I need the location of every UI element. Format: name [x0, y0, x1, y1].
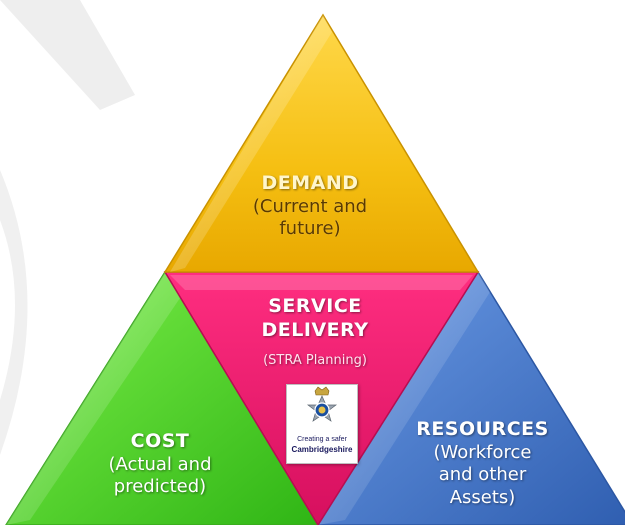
logo-line2: Cambridgeshire [291, 445, 353, 454]
service-delivery-label: SERVICE DELIVERY (STRA Planning) [235, 295, 395, 369]
demand-triangle [163, 13, 480, 273]
crest-icon [306, 386, 338, 422]
service-delivery-title-line2: DELIVERY [261, 318, 369, 341]
cost-highlight [6, 272, 180, 525]
cost-label: COST (Actual and predicted) [90, 430, 230, 499]
resources-sub-line1: (Workforce [433, 441, 532, 463]
watermark-swoosh [0, 0, 135, 110]
resources-sub-line3: Assets) [449, 486, 516, 508]
cost-sub-line2: predicted) [113, 476, 207, 498]
cost-sub-line1: (Actual and [108, 453, 212, 475]
service-delivery-note: (STRA Planning) [263, 352, 367, 368]
watermark-arc [0, 170, 28, 455]
resources-highlight [318, 272, 490, 525]
service-delivery-highlight [170, 275, 473, 290]
logo-line1: Creating a safer [297, 436, 347, 443]
cost-title: COST [130, 430, 190, 452]
resources-label: RESOURCES (Workforce and other Assets) [395, 418, 570, 509]
demand-title: DEMAND [261, 172, 359, 194]
demand-sub-line1: (Current and [252, 195, 368, 217]
police-crest-logo: Creating a safer Cambridgeshire [286, 384, 358, 464]
demand-highlight [170, 15, 332, 272]
demand-sub-line2: future) [279, 218, 341, 240]
resources-title: RESOURCES [416, 418, 549, 440]
service-delivery-title-line1: SERVICE [268, 295, 362, 317]
demand-label: DEMAND (Current and future) [220, 172, 400, 241]
resources-sub-line2: and other [438, 464, 527, 486]
